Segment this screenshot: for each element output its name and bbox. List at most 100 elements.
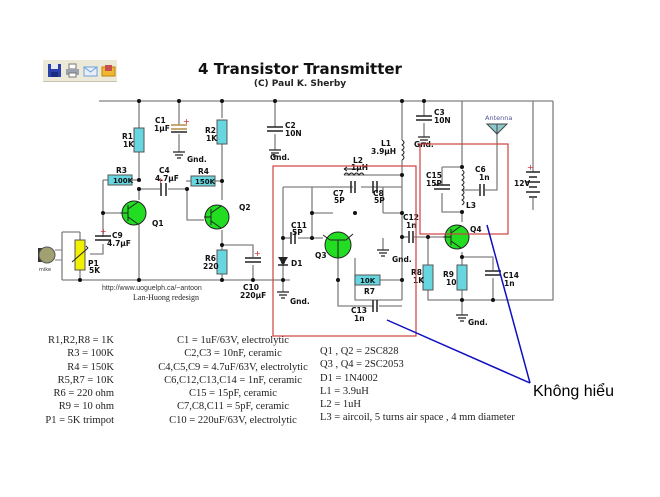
r7-value-in-body: 10K — [360, 277, 376, 285]
inductors — [343, 139, 465, 206]
svg-text:R4: R4 — [198, 167, 209, 176]
capacitor-c8 — [372, 181, 378, 193]
part-line: C10 = 220uF/63V, electrolytic — [169, 414, 297, 426]
part-line: R4 = 150K — [67, 361, 114, 373]
svg-text:1n: 1n — [504, 279, 515, 288]
page-subtitle: (C) Paul K. Sherby — [253, 79, 347, 89]
svg-text:+: + — [100, 227, 107, 236]
capacitor-c14 — [485, 270, 501, 276]
capacitor-c4 — [160, 183, 167, 196]
part-line: C4,C5,C9 = 4.7uF/63V, electrolytic — [158, 361, 308, 373]
capacitor-c10 — [245, 257, 261, 263]
svg-text:C3: C3 — [434, 108, 445, 117]
battery-12v — [526, 171, 540, 198]
inductor-l2 — [343, 172, 365, 176]
svg-text:1µH: 1µH — [351, 163, 368, 172]
parts-list-resistors: R1,R2,R8 = 1K R3 = 100K R4 = 150K R5,R7 … — [44, 334, 114, 427]
svg-text:10N: 10N — [434, 116, 451, 125]
svg-text:220: 220 — [203, 262, 219, 271]
svg-text:1n: 1n — [406, 221, 417, 230]
capacitor-c15 — [434, 184, 450, 190]
svg-text:1µF: 1µF — [154, 124, 170, 133]
part-line: L1 = 3.9uH — [320, 385, 369, 397]
mic-label: mike — [39, 267, 51, 273]
capacitor-c1 — [171, 124, 187, 133]
resistor-r6 — [216, 249, 228, 275]
part-line: P1 = 5K trimpot — [45, 414, 114, 426]
svg-text:5P: 5P — [292, 228, 303, 237]
svg-text:+: + — [183, 117, 190, 126]
transistor-q2 — [204, 204, 230, 230]
svg-text:D1: D1 — [291, 259, 302, 268]
annotation-text: Không hiểu — [533, 382, 614, 400]
svg-text:1K: 1K — [123, 140, 135, 149]
email-icon[interactable] — [83, 63, 98, 78]
part-line: Q1 , Q2 = 2SC828 — [320, 346, 399, 357]
capacitors — [95, 115, 501, 312]
folder-icon[interactable] — [101, 63, 116, 78]
svg-text:12V: 12V — [514, 179, 530, 188]
resistor-r7 — [354, 274, 381, 286]
svg-text:Gnd.: Gnd. — [290, 297, 310, 306]
svg-text:R9: R9 — [443, 270, 454, 279]
potentiometer-p1 — [71, 239, 89, 271]
svg-text:C15: C15 — [426, 171, 442, 180]
highlight-box-tank-circuit — [419, 143, 509, 235]
print-icon[interactable] — [65, 63, 80, 78]
svg-text:3.9µH: 3.9µH — [371, 147, 396, 156]
svg-text:R6: R6 — [205, 254, 216, 263]
svg-text:C10: C10 — [243, 283, 259, 292]
svg-text:C13: C13 — [351, 306, 367, 315]
parts-list-semiconductors: Q1 , Q2 = 2SC828 Q3 , Q4 = 2SC2053 D1 = … — [320, 345, 515, 425]
microphone — [38, 246, 62, 264]
svg-text:R1: R1 — [122, 132, 133, 141]
svg-text:Q2: Q2 — [239, 203, 251, 212]
svg-text:R7: R7 — [364, 287, 375, 296]
capacitor-c3 — [416, 115, 432, 121]
svg-text:1n: 1n — [479, 173, 490, 182]
svg-text:10: 10 — [446, 278, 456, 287]
svg-text:C14: C14 — [503, 271, 519, 280]
source-url: http://www.uoguelph.ca/~antoon — [102, 285, 202, 292]
svg-text:C7: C7 — [333, 189, 344, 198]
resistor-r4 — [190, 175, 216, 187]
svg-text:C2: C2 — [285, 121, 296, 130]
ground-symbols — [173, 136, 468, 322]
capacitor-c2 — [267, 126, 283, 132]
transistors — [120, 200, 470, 259]
svg-text:C4: C4 — [159, 166, 170, 175]
capacitor-c11 — [290, 232, 296, 244]
part-line: C1 = 1uF/63V, electrolytic — [177, 335, 289, 346]
part-line: R6 = 220 ohm — [53, 388, 114, 400]
part-line: L2 = 1uH — [320, 399, 361, 411]
annotation-lines — [386, 224, 531, 384]
svg-text:Q3: Q3 — [315, 251, 327, 260]
part-line: C7,C8,C11 = 5pF, ceramic — [176, 401, 289, 413]
svg-text:C12: C12 — [403, 213, 419, 222]
toolbar — [43, 60, 117, 82]
svg-text:Gnd.: Gnd. — [270, 153, 290, 162]
page-title: 4 Transistor Transmitter — [198, 60, 402, 78]
transistor-q4 — [443, 224, 470, 250]
svg-text:Q4: Q4 — [470, 225, 482, 234]
save-icon[interactable] — [47, 63, 62, 78]
part-line: C15 = 15pF, ceramic — [189, 388, 277, 400]
svg-text:1n: 1n — [354, 314, 365, 323]
svg-text:Gnd.: Gnd. — [468, 318, 488, 327]
capacitor-c13 — [372, 300, 378, 312]
svg-text:P1: P1 — [88, 259, 99, 268]
part-line: R5,R7 = 10K — [57, 374, 114, 386]
svg-text:L1: L1 — [381, 139, 391, 148]
resistor-r1 — [133, 127, 145, 153]
highlight-boxes — [272, 143, 509, 337]
parts-list-capacitors: C1 = 1uF/63V, electrolytic C2,C3 = 10nF,… — [148, 334, 318, 427]
resistor-r9 — [456, 264, 468, 291]
svg-text:C11: C11 — [291, 221, 307, 230]
resistor-r8 — [422, 264, 434, 291]
svg-text:1K: 1K — [206, 134, 218, 143]
inductor-l1 — [401, 139, 405, 161]
r4-value-in-body: 150K — [195, 178, 216, 186]
capacitor-c6 — [479, 184, 485, 196]
svg-text:5P: 5P — [334, 196, 345, 205]
